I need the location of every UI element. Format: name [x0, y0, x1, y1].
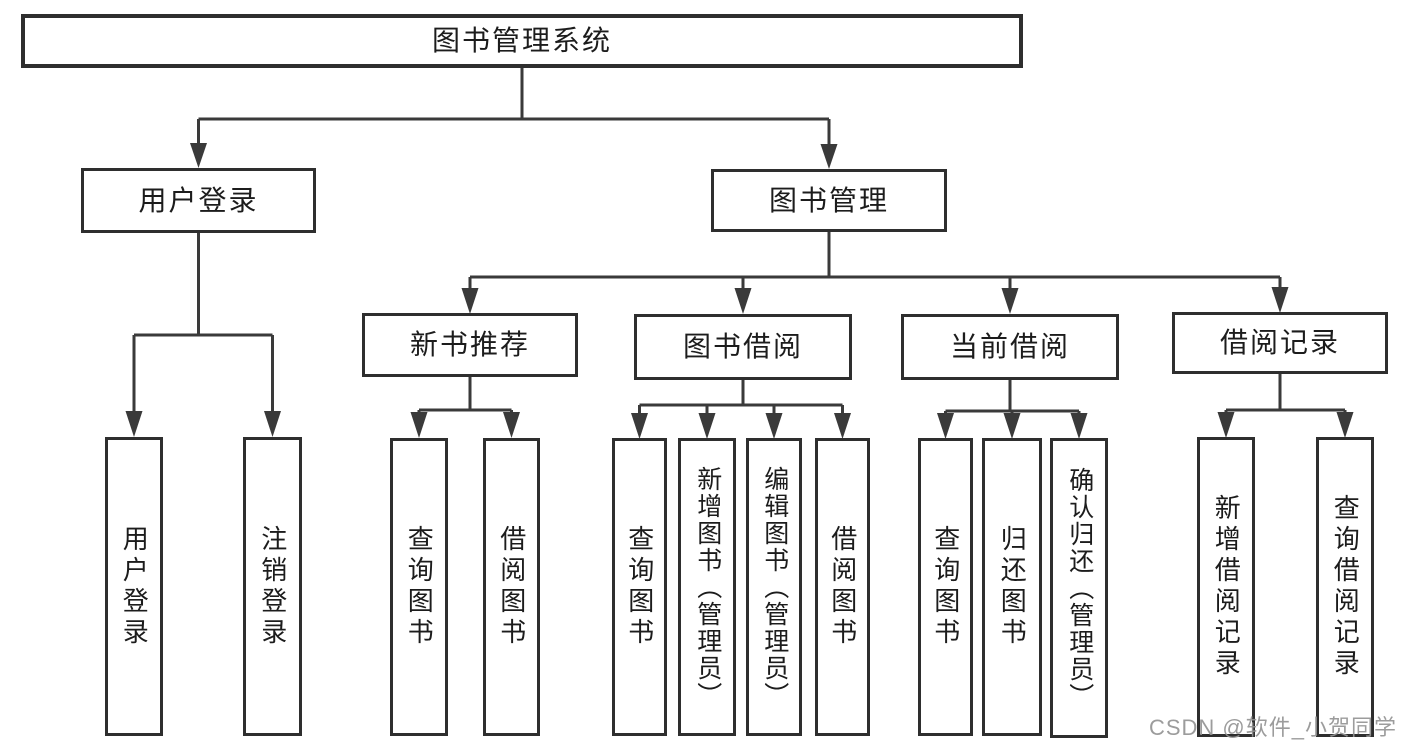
node-borrow-record: 借阅记录 — [1172, 312, 1388, 374]
node-leaf-br-query-record: 查询借阅记录 — [1316, 437, 1374, 737]
node-current-borrow: 当前借阅 — [901, 314, 1119, 380]
csdn-watermark: CSDN @软件_小贺同学 — [1148, 715, 1397, 740]
node-leaf-user-login: 用户登录 — [105, 437, 163, 736]
node-leaf-bb-query-book: 查询图书 — [612, 438, 667, 736]
node-leaf-bb-add-book-admin: 新增图书（管理员） — [678, 438, 736, 736]
node-leaf-bb-edit-book-admin: 编辑图书（管理员） — [746, 438, 802, 736]
node-leaf-cb-confirm-return-admin: 确认归还（管理员） — [1050, 438, 1108, 738]
node-user-login: 用户登录 — [81, 168, 316, 233]
node-root: 图书管理系统 — [21, 14, 1023, 68]
node-book-borrow: 图书借阅 — [634, 314, 852, 380]
node-leaf-br-add-record: 新增借阅记录 — [1197, 437, 1255, 737]
node-leaf-nb-query-book: 查询图书 — [390, 438, 448, 736]
node-book-manage: 图书管理 — [711, 169, 947, 232]
node-new-book-recommend: 新书推荐 — [362, 313, 578, 377]
node-leaf-logout: 注销登录 — [243, 437, 302, 736]
node-leaf-nb-borrow-book: 借阅图书 — [483, 438, 540, 736]
node-leaf-bb-borrow-book: 借阅图书 — [815, 438, 870, 736]
node-leaf-cb-query-book: 查询图书 — [918, 438, 973, 736]
node-leaf-cb-return-book: 归还图书 — [982, 438, 1042, 736]
